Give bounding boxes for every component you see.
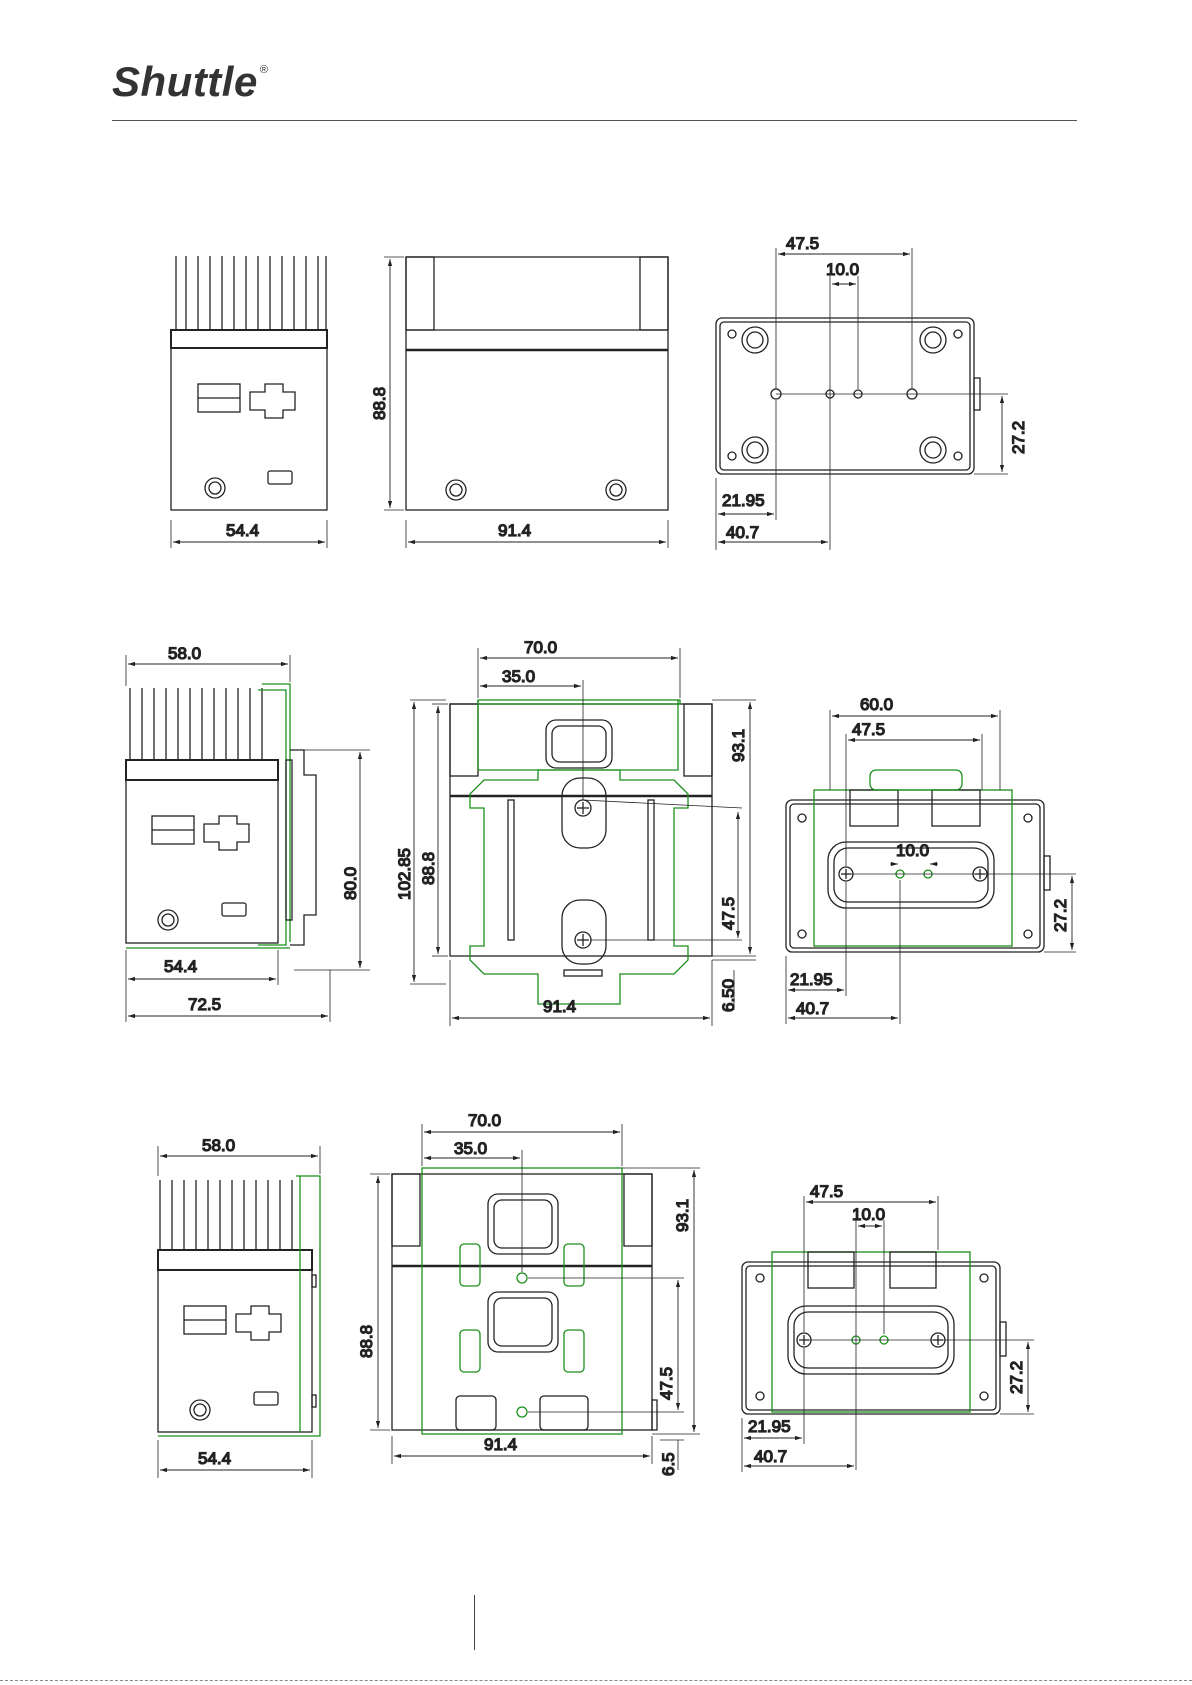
r2-bottom-offset1-label: 21.95 (790, 970, 833, 989)
r2-side-top-label: 58.0 (168, 644, 201, 663)
r3-front-right-label: 93.1 (673, 1199, 692, 1232)
r2-bottom-bracket-label: 60.0 (860, 695, 893, 714)
r3-side-top-label: 58.0 (202, 1136, 235, 1155)
r2-front-right-label: 93.1 (729, 729, 748, 762)
mount-hole-icon (517, 1273, 527, 1283)
r2-front-bracket-width-label: 70.0 (524, 638, 557, 657)
footer-divider (474, 1595, 475, 1650)
chassis-body (171, 348, 327, 510)
ethernet-port-icon (204, 816, 249, 850)
r2-bottom-offset2-label: 40.7 (796, 999, 829, 1018)
heatsink-fins (130, 688, 262, 760)
r3-side-body-label: 54.4 (198, 1449, 231, 1468)
r3-front-bottom-offset-label: 6.5 (659, 1452, 678, 1476)
r2-front-hole-span-label: 47.5 (719, 897, 738, 930)
heatsink-fins (160, 1180, 292, 1250)
r2-bottom-gap-label: 10.0 (896, 841, 929, 860)
r2-side-total-label: 72.5 (188, 995, 221, 1014)
ethernet-port-icon (250, 384, 295, 418)
flat-bracket-bottom (772, 1252, 970, 1412)
r3-bottom-gap-label: 10.0 (852, 1205, 885, 1224)
r2-bottom-span-label: 47.5 (852, 720, 885, 739)
ethernet-port-icon (236, 1306, 281, 1340)
r2-front-bottom-offset-label: 6.50 (719, 979, 738, 1012)
row2-side-view (126, 655, 370, 1022)
r2-front-height-label: 102.85 (395, 848, 414, 900)
r3-front-height-label: 88.8 (357, 1325, 376, 1358)
r3-front-bracket-width-label: 70.0 (468, 1111, 501, 1130)
row2-front-view (410, 648, 756, 1026)
r1-bottom-gap-label: 10.0 (826, 260, 859, 279)
r3-bottom-offset2-label: 40.7 (754, 1447, 787, 1466)
r2-side-rail-label: 80.0 (341, 867, 360, 900)
r2-side-body-label: 54.4 (164, 957, 197, 976)
row3-side-view (158, 1146, 320, 1478)
row3-front-view (370, 1124, 700, 1470)
r1-front-height-label: 88.8 (370, 387, 389, 420)
r1-bottom-offset1-label: 21.95 (722, 491, 765, 510)
row1-front-view (384, 257, 668, 548)
r2-front-bracket-half-label: 35.0 (502, 667, 535, 686)
heatsink-fins (176, 256, 326, 330)
bracket-outline (478, 700, 678, 770)
page-edge (0, 1680, 1192, 1683)
r1-front-width-label: 91.4 (498, 521, 531, 540)
r1-bottom-height-label: 27.2 (1009, 421, 1028, 454)
row1-side-view (171, 256, 327, 548)
r3-front-width-label: 91.4 (484, 1435, 517, 1454)
r3-bottom-offset1-label: 21.95 (748, 1417, 791, 1436)
r1-bottom-span-label: 47.5 (786, 234, 819, 253)
din-rail-clip (290, 750, 316, 945)
r2-bottom-height-label: 27.2 (1051, 899, 1070, 932)
r3-front-hole-span-label: 47.5 (657, 1367, 676, 1400)
r2-front-width-label: 91.4 (543, 997, 576, 1016)
r1-side-width-label: 54.4 (226, 521, 259, 540)
flat-bracket-side (158, 1176, 320, 1436)
din-bracket-front (470, 770, 688, 1004)
r3-bottom-span-label: 47.5 (810, 1182, 843, 1201)
r3-front-bracket-half-label: 35.0 (454, 1139, 487, 1158)
r1-bottom-offset2-label: 40.7 (726, 523, 759, 542)
r2-front-body-label: 88.8 (419, 852, 438, 885)
r3-bottom-height-label: 27.2 (1007, 1361, 1026, 1394)
